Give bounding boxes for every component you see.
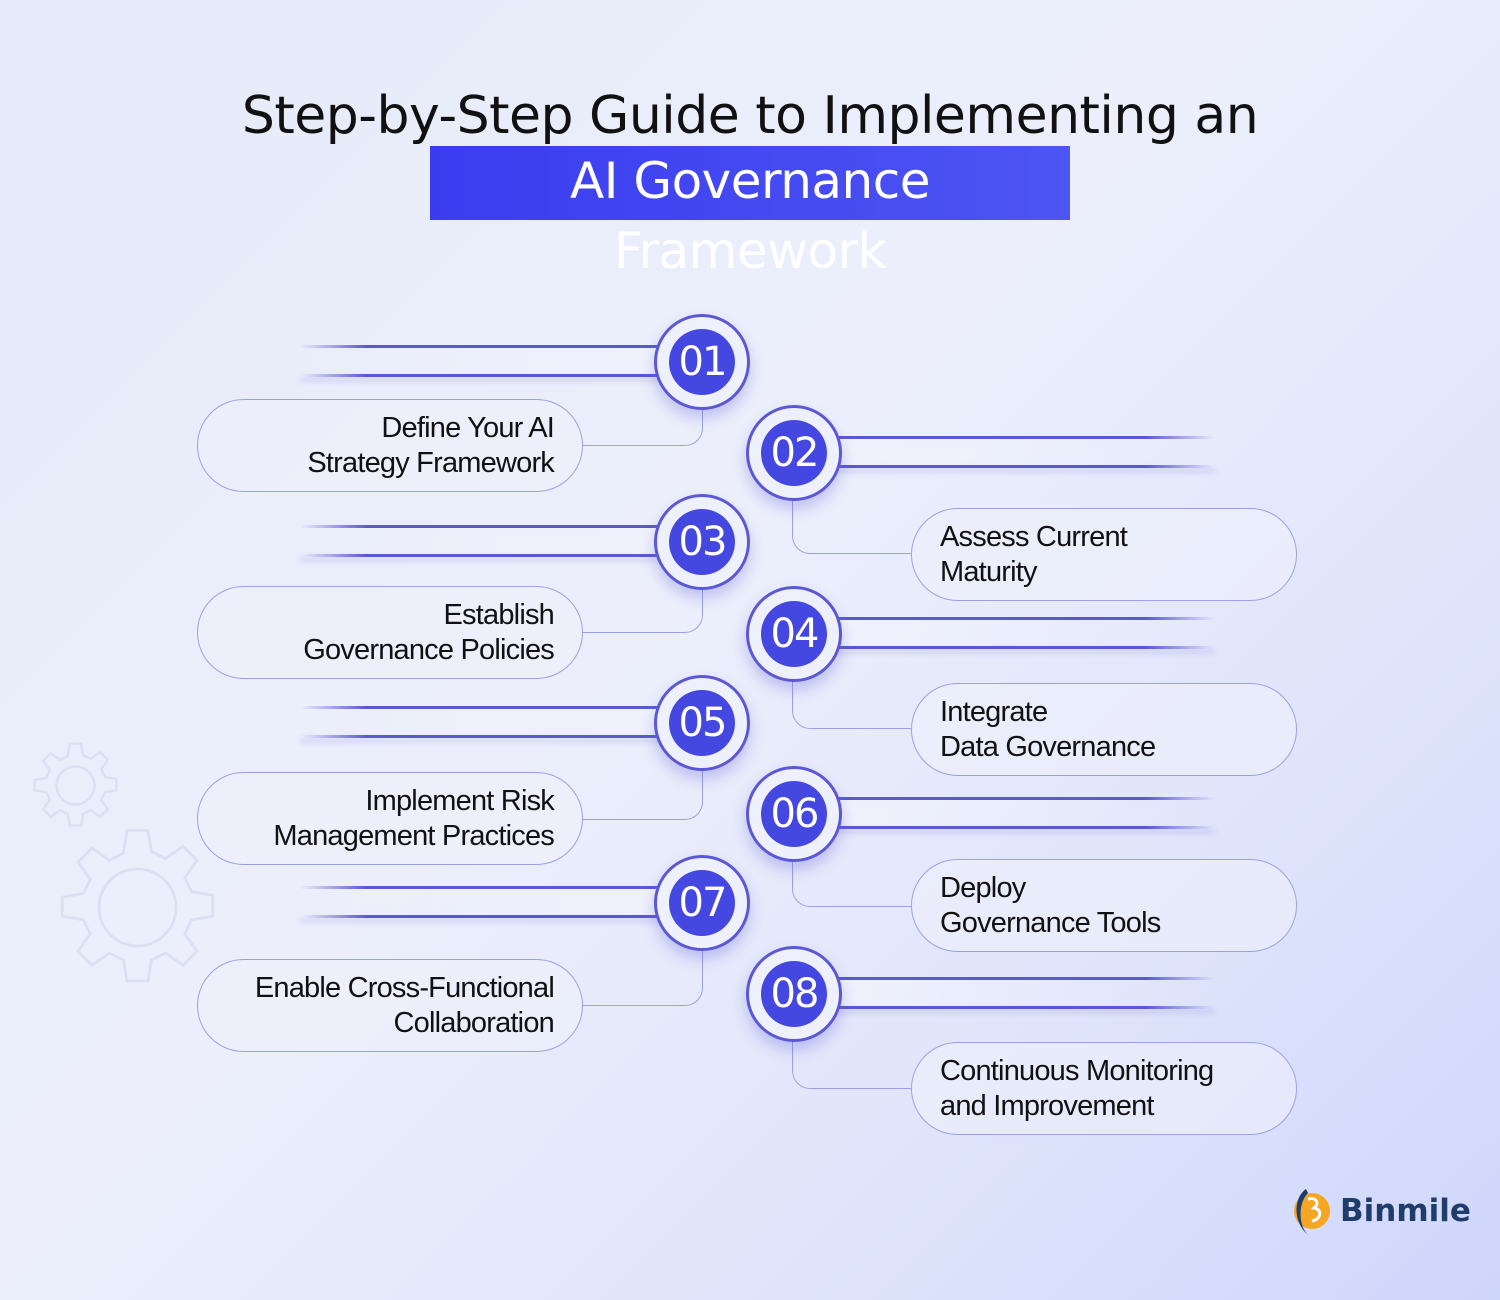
step-08-bar bbox=[830, 977, 1215, 1009]
step-03-title-line1: Establish bbox=[443, 598, 555, 631]
step-06-badge: 06 bbox=[746, 766, 842, 862]
step-07-card: Enable Cross-Functional Collaboration bbox=[197, 959, 583, 1052]
step-05-title-line2: Management Practices bbox=[273, 819, 554, 852]
step-06-card: Deploy Governance Tools bbox=[911, 859, 1297, 952]
step-02-title-line1: Assess Current bbox=[940, 520, 1128, 553]
step-02-card: Assess Current Maturity bbox=[911, 508, 1297, 601]
step-08-connector bbox=[792, 1037, 912, 1089]
step-08-badge: 08 bbox=[746, 946, 842, 1042]
step-05-bar bbox=[300, 706, 670, 738]
step-06-connector bbox=[792, 857, 912, 907]
step-01-title-line1: Define Your AI bbox=[381, 411, 554, 444]
gear-icon-small bbox=[33, 742, 118, 827]
step-02-bar bbox=[830, 436, 1215, 468]
step-07-title-line2: Collaboration bbox=[393, 1006, 555, 1039]
step-04-badge: 04 bbox=[746, 586, 842, 682]
step-05-card: Implement Risk Management Practices bbox=[197, 772, 583, 865]
page-title: Step-by-Step Guide to Implementing an bbox=[241, 86, 1259, 146]
step-01-badge: 01 bbox=[654, 314, 750, 410]
step-01-connector bbox=[582, 405, 703, 446]
brand-logo: Binmile bbox=[1286, 1185, 1471, 1237]
step-03-bar bbox=[300, 525, 670, 557]
step-01-title-line2: Strategy Framework bbox=[307, 446, 554, 479]
step-06-title-line2: Governance Tools bbox=[940, 906, 1161, 939]
step-04-title-line1: Integrate bbox=[940, 695, 1048, 728]
step-05-title-line1: Implement Risk bbox=[365, 784, 554, 817]
step-03-card: Establish Governance Policies bbox=[197, 586, 583, 679]
step-06-title-line1: Deploy bbox=[940, 871, 1026, 904]
step-04-bar bbox=[830, 617, 1215, 649]
step-08-card: Continuous Monitoring and Improvement bbox=[911, 1042, 1297, 1135]
step-04-connector bbox=[792, 677, 912, 729]
step-07-connector bbox=[582, 946, 703, 1006]
page-title-highlight: AI Governance Framework bbox=[430, 146, 1070, 280]
step-04-title-line2: Data Governance bbox=[940, 730, 1156, 763]
step-05-connector bbox=[582, 766, 703, 820]
step-01-bar bbox=[300, 345, 670, 377]
step-03-connector bbox=[582, 585, 703, 633]
gear-icon-large bbox=[60, 829, 215, 983]
step-08-title-line2: and Improvement bbox=[940, 1089, 1154, 1122]
step-01-card: Define Your AI Strategy Framework bbox=[197, 399, 583, 492]
step-07-title-line1: Enable Cross-Functional bbox=[254, 971, 555, 1004]
step-03-title-line2: Governance Policies bbox=[303, 633, 555, 666]
step-03-badge: 03 bbox=[654, 494, 750, 590]
step-02-badge: 02 bbox=[746, 405, 842, 501]
step-02-connector bbox=[792, 496, 912, 554]
step-08-title-line1: Continuous Monitoring bbox=[940, 1054, 1214, 1087]
step-07-badge: 07 bbox=[654, 855, 750, 951]
brand-name: Binmile bbox=[1340, 1193, 1471, 1229]
step-05-badge: 05 bbox=[654, 675, 750, 771]
step-07-bar bbox=[300, 886, 670, 918]
binmile-logo-icon bbox=[1294, 1189, 1330, 1235]
step-06-bar bbox=[830, 797, 1215, 829]
step-02-title-line2: Maturity bbox=[940, 555, 1038, 588]
step-04-card: Integrate Data Governance bbox=[911, 683, 1297, 776]
